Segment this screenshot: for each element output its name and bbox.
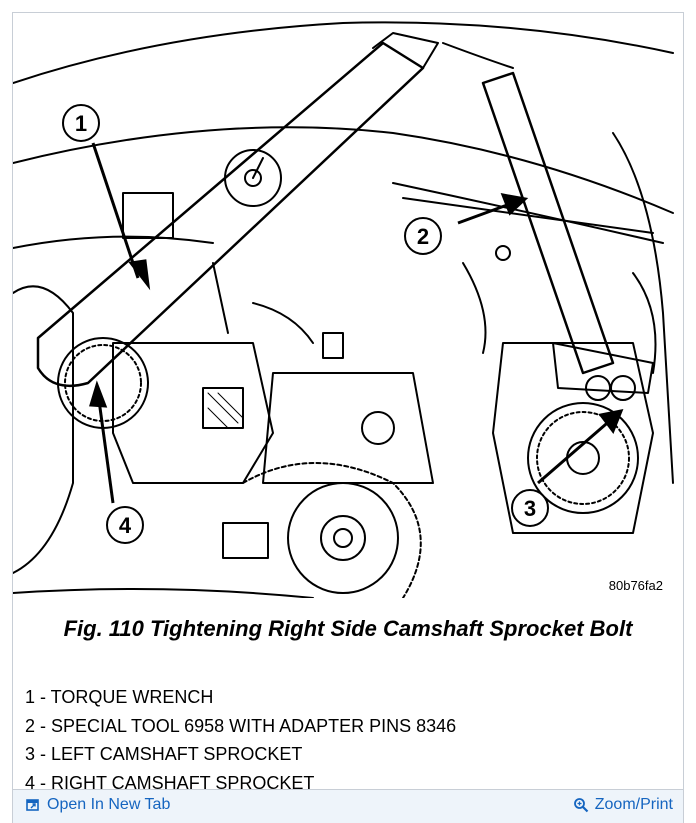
figure-caption: Fig. 110 Tightening Right Side Camshaft … bbox=[63, 616, 633, 641]
callout-label-1: 1 bbox=[75, 111, 87, 136]
callout-circle-3 bbox=[511, 489, 549, 527]
bracket-center bbox=[322, 332, 344, 359]
legend-list: 1 - TORQUE WRENCH 2 - SPECIAL TOOL 6958 … bbox=[25, 683, 457, 790]
chain-tensioner bbox=[361, 411, 395, 445]
right-strut bbox=[612, 132, 674, 484]
legend-item: 3 - LEFT CAMSHAFT SPROCKET bbox=[25, 744, 303, 764]
engine-line-drawing: 1 2 3 4 bbox=[13, 21, 674, 598]
fitting-1 bbox=[495, 245, 511, 261]
legend-item: 4 - RIGHT CAMSHAFT SPROCKET bbox=[25, 772, 315, 790]
head-grille bbox=[202, 387, 244, 429]
figure-frame: 1 2 3 4 80b76fa2 Fig. 110 Tightening Rig… bbox=[12, 12, 684, 790]
arrow-2-head bbox=[500, 193, 529, 216]
bottom-outline bbox=[13, 588, 314, 598]
callout-label-2: 2 bbox=[417, 224, 429, 249]
hose-1 bbox=[212, 262, 229, 334]
callout-circle-2 bbox=[404, 217, 442, 255]
left-cam-sprocket bbox=[527, 402, 639, 514]
engine-illustration: 1 2 3 4 bbox=[13, 13, 683, 598]
callout-circle-1 bbox=[62, 104, 100, 142]
crank-hub bbox=[320, 515, 366, 561]
hood-curve-left bbox=[13, 235, 214, 249]
left-tower bbox=[13, 285, 74, 574]
wrench-dial bbox=[224, 149, 282, 207]
wrench-dial-needle bbox=[252, 157, 264, 179]
open-in-new-tab-icon bbox=[25, 797, 41, 813]
hood-curve-top bbox=[13, 21, 674, 84]
left-cylinder-head bbox=[492, 342, 654, 534]
magnifier-icon bbox=[573, 797, 589, 813]
open-in-new-tab-label: Open In New Tab bbox=[47, 796, 171, 813]
figure-toolbar: Open In New Tab Zoom/Print bbox=[12, 790, 684, 823]
adapter-pin-left bbox=[585, 375, 611, 401]
adapter-pin-right bbox=[610, 375, 636, 401]
timing-cover bbox=[262, 372, 434, 484]
callout-circle-4 bbox=[106, 506, 144, 544]
right-hose bbox=[632, 272, 657, 374]
left-cam-hub bbox=[566, 441, 600, 475]
right-cam-sprocket-teeth bbox=[64, 344, 142, 422]
torque-wrench-head bbox=[372, 32, 439, 69]
legend-item: 1 - TORQUE WRENCH bbox=[25, 687, 214, 707]
special-tool-arm bbox=[481, 71, 615, 375]
hood-curve-mid bbox=[13, 126, 674, 214]
arrow-1-head bbox=[128, 259, 151, 291]
torque-wrench bbox=[36, 41, 425, 388]
open-in-new-tab-button[interactable]: Open In New Tab bbox=[25, 796, 170, 814]
crank-sprocket bbox=[287, 482, 399, 594]
tensioner-block bbox=[222, 522, 269, 559]
arrow-3 bbox=[537, 416, 614, 485]
hose-2 bbox=[252, 302, 314, 344]
tool-crossbar bbox=[552, 342, 654, 394]
bracket-left bbox=[122, 192, 174, 239]
arrow-4-head bbox=[89, 380, 108, 408]
tool-handle bbox=[442, 42, 514, 69]
right-cam-sprocket bbox=[57, 337, 149, 429]
arrow-1 bbox=[91, 142, 140, 279]
fuel-rail-line bbox=[392, 182, 664, 244]
callout-label-3: 3 bbox=[524, 496, 536, 521]
zoom-print-label: Zoom/Print bbox=[594, 796, 673, 813]
arrow-4 bbox=[96, 392, 115, 504]
callout-label-4: 4 bbox=[119, 513, 132, 538]
hose-3 bbox=[462, 262, 487, 354]
arrow-3-head bbox=[598, 408, 624, 435]
left-cam-sprocket-teeth bbox=[536, 411, 630, 505]
wrench-dial-center bbox=[244, 169, 262, 187]
crank-bolt bbox=[333, 528, 353, 548]
zoom-print-button[interactable]: Zoom/Print bbox=[573, 796, 673, 814]
head-grille-lines bbox=[207, 392, 244, 429]
legend-item: 2 - SPECIAL TOOL 6958 WITH ADAPTER PINS … bbox=[25, 715, 457, 736]
image-code: 80b76fa2 bbox=[608, 578, 663, 593]
